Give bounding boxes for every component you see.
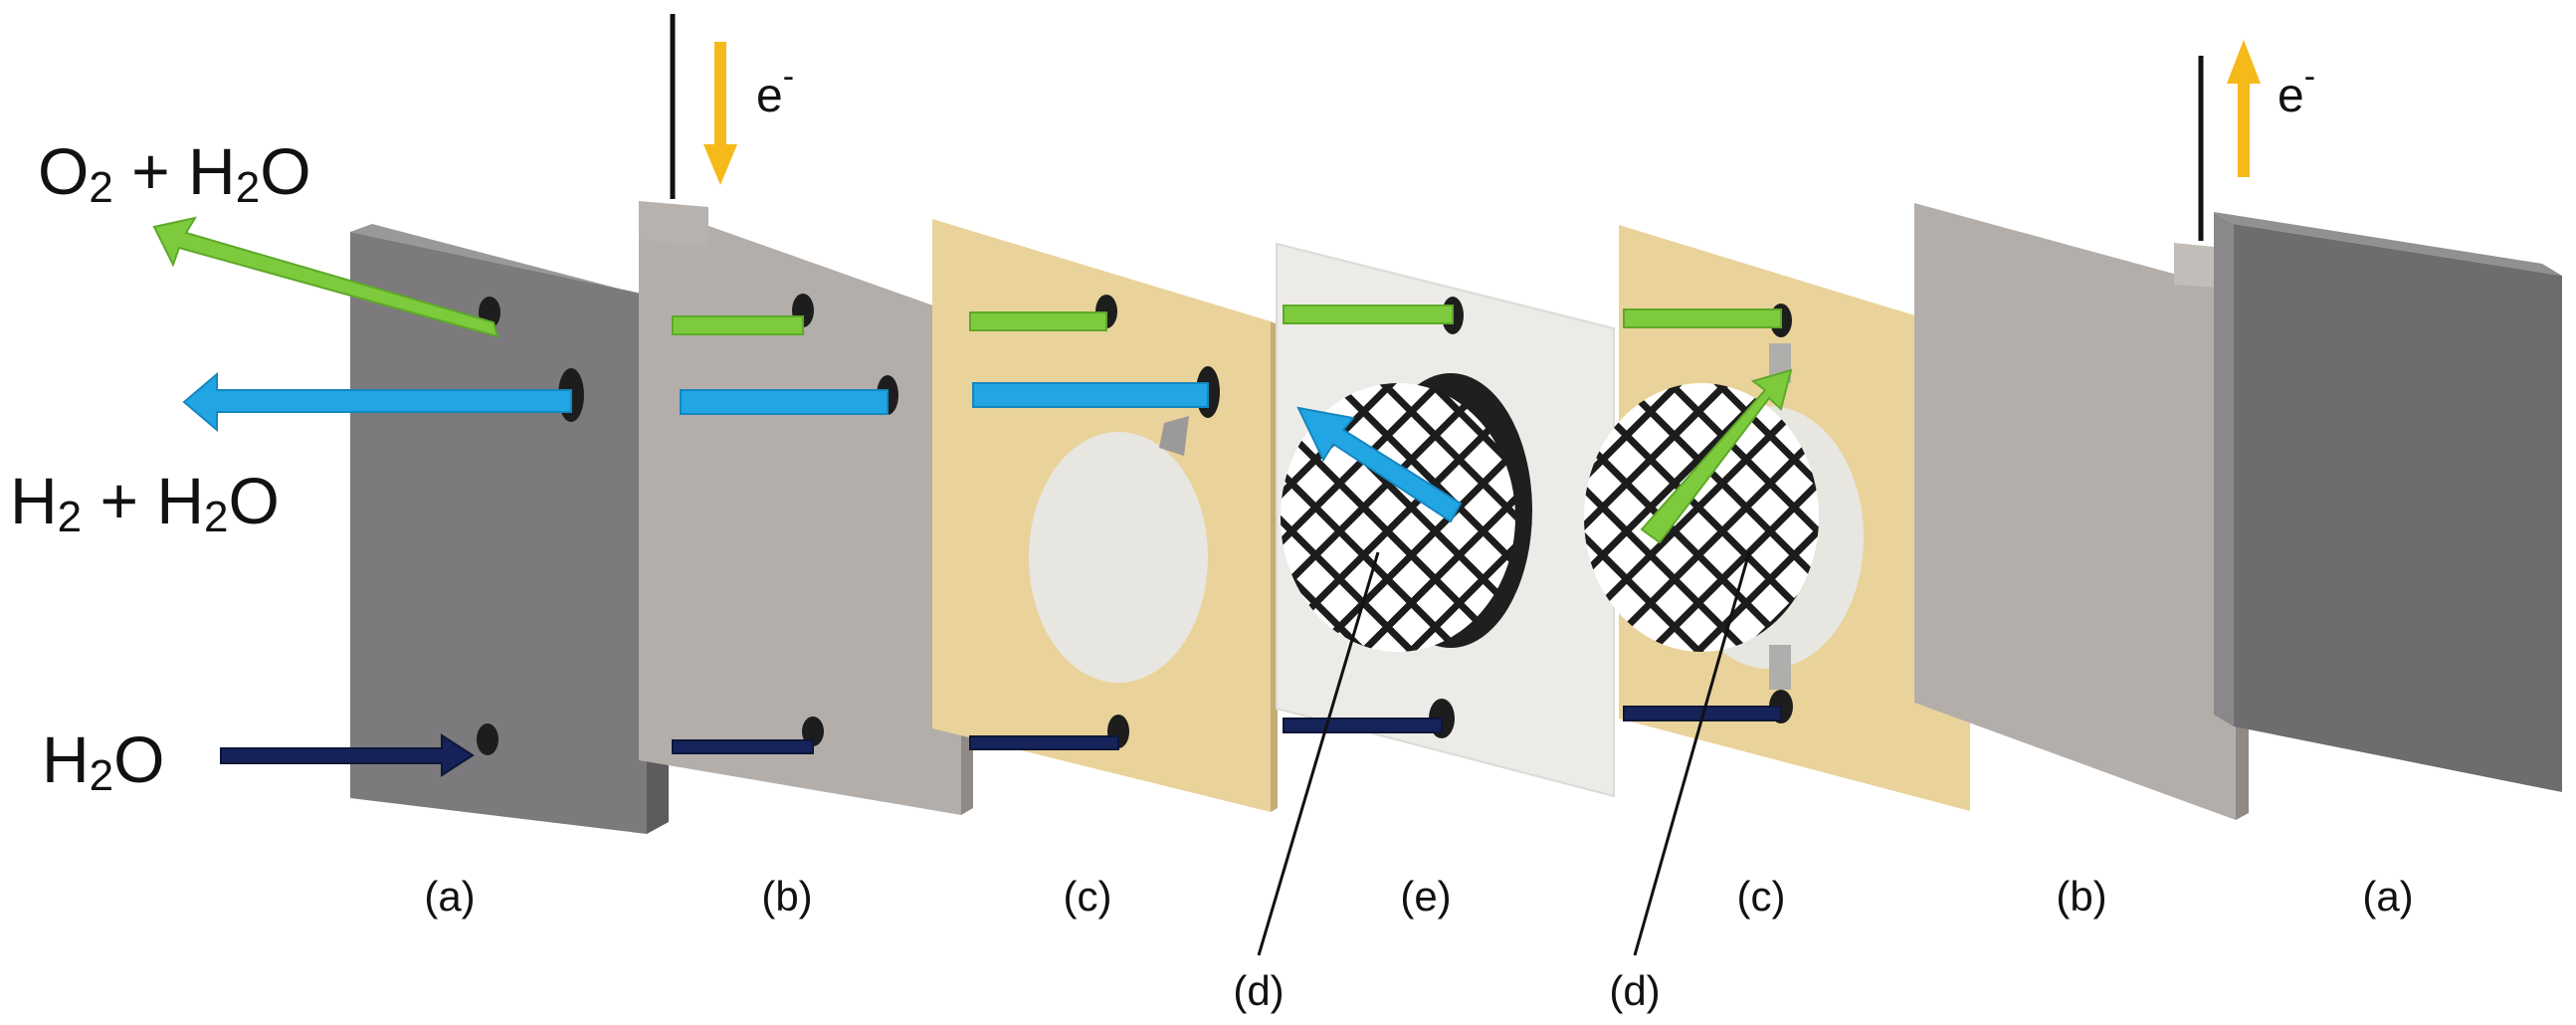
electron-in-arrow-shaft [714, 42, 726, 151]
h2-channel-b [680, 389, 889, 415]
o2-channel-c2 [1623, 308, 1782, 328]
o2-evolution-arrow [1640, 368, 1793, 544]
h2-evolution-arrow [1296, 406, 1463, 523]
h2o-label: H2O [42, 722, 165, 800]
component-label-b-left: (b) [761, 873, 812, 920]
component-label-a-right: (a) [2362, 873, 2413, 920]
o2-channel-e [1283, 305, 1454, 324]
port-hole [802, 717, 824, 746]
collector-tab [639, 201, 708, 247]
oxygen-outlet-flow [152, 216, 1793, 544]
mesh-pointer-left [1257, 551, 1380, 956]
component-label-c-right: (c) [1737, 873, 1786, 920]
mesh-electrode-right [1584, 383, 1819, 652]
port-hole [477, 723, 498, 755]
end-plate-left [350, 224, 669, 834]
electron-output: e- [2198, 40, 2315, 241]
electron-out-symbol: e- [2278, 58, 2315, 122]
h2-outlet-arrow [182, 371, 572, 433]
o2-outlet-arrow [152, 216, 499, 338]
component-label-b-right: (b) [2056, 873, 2106, 920]
electron-out-arrow-head [2227, 40, 2261, 84]
end-plate-right [2214, 212, 2562, 792]
hydrogen-outlet-flow [182, 371, 1463, 523]
gasket-right [1584, 225, 1970, 811]
mesh-label-right: (d) [1609, 967, 1660, 1014]
component-label-a-left: (a) [424, 873, 475, 920]
component-label-c-left: (c) [1064, 873, 1112, 920]
electron-input: e- [670, 14, 794, 199]
gasket-left [932, 219, 1278, 812]
o2-channel-b [672, 315, 804, 335]
electron-out-arrow-shaft [2238, 78, 2250, 177]
water-inlet-arrow [220, 733, 475, 777]
mesh-pointer-right [1633, 551, 1751, 956]
membrane [1276, 242, 1615, 798]
gasket-window [1029, 432, 1208, 683]
mesh-label-left: (d) [1233, 967, 1284, 1014]
o2-channel-c [969, 311, 1107, 331]
water-channel-e [1283, 718, 1443, 733]
current-collector-left [639, 201, 973, 815]
component-label-e: (e) [1400, 873, 1451, 920]
o2-h2o-label: O2 + H2O [38, 134, 311, 212]
water-channel-b [672, 739, 814, 754]
water-channel-c [969, 735, 1119, 750]
h2-channel-c [972, 382, 1209, 408]
electron-in-arrow-head [703, 144, 737, 185]
electron-in-symbol: e- [756, 58, 794, 122]
h2-h2o-label: H2 + H2O [10, 464, 280, 541]
